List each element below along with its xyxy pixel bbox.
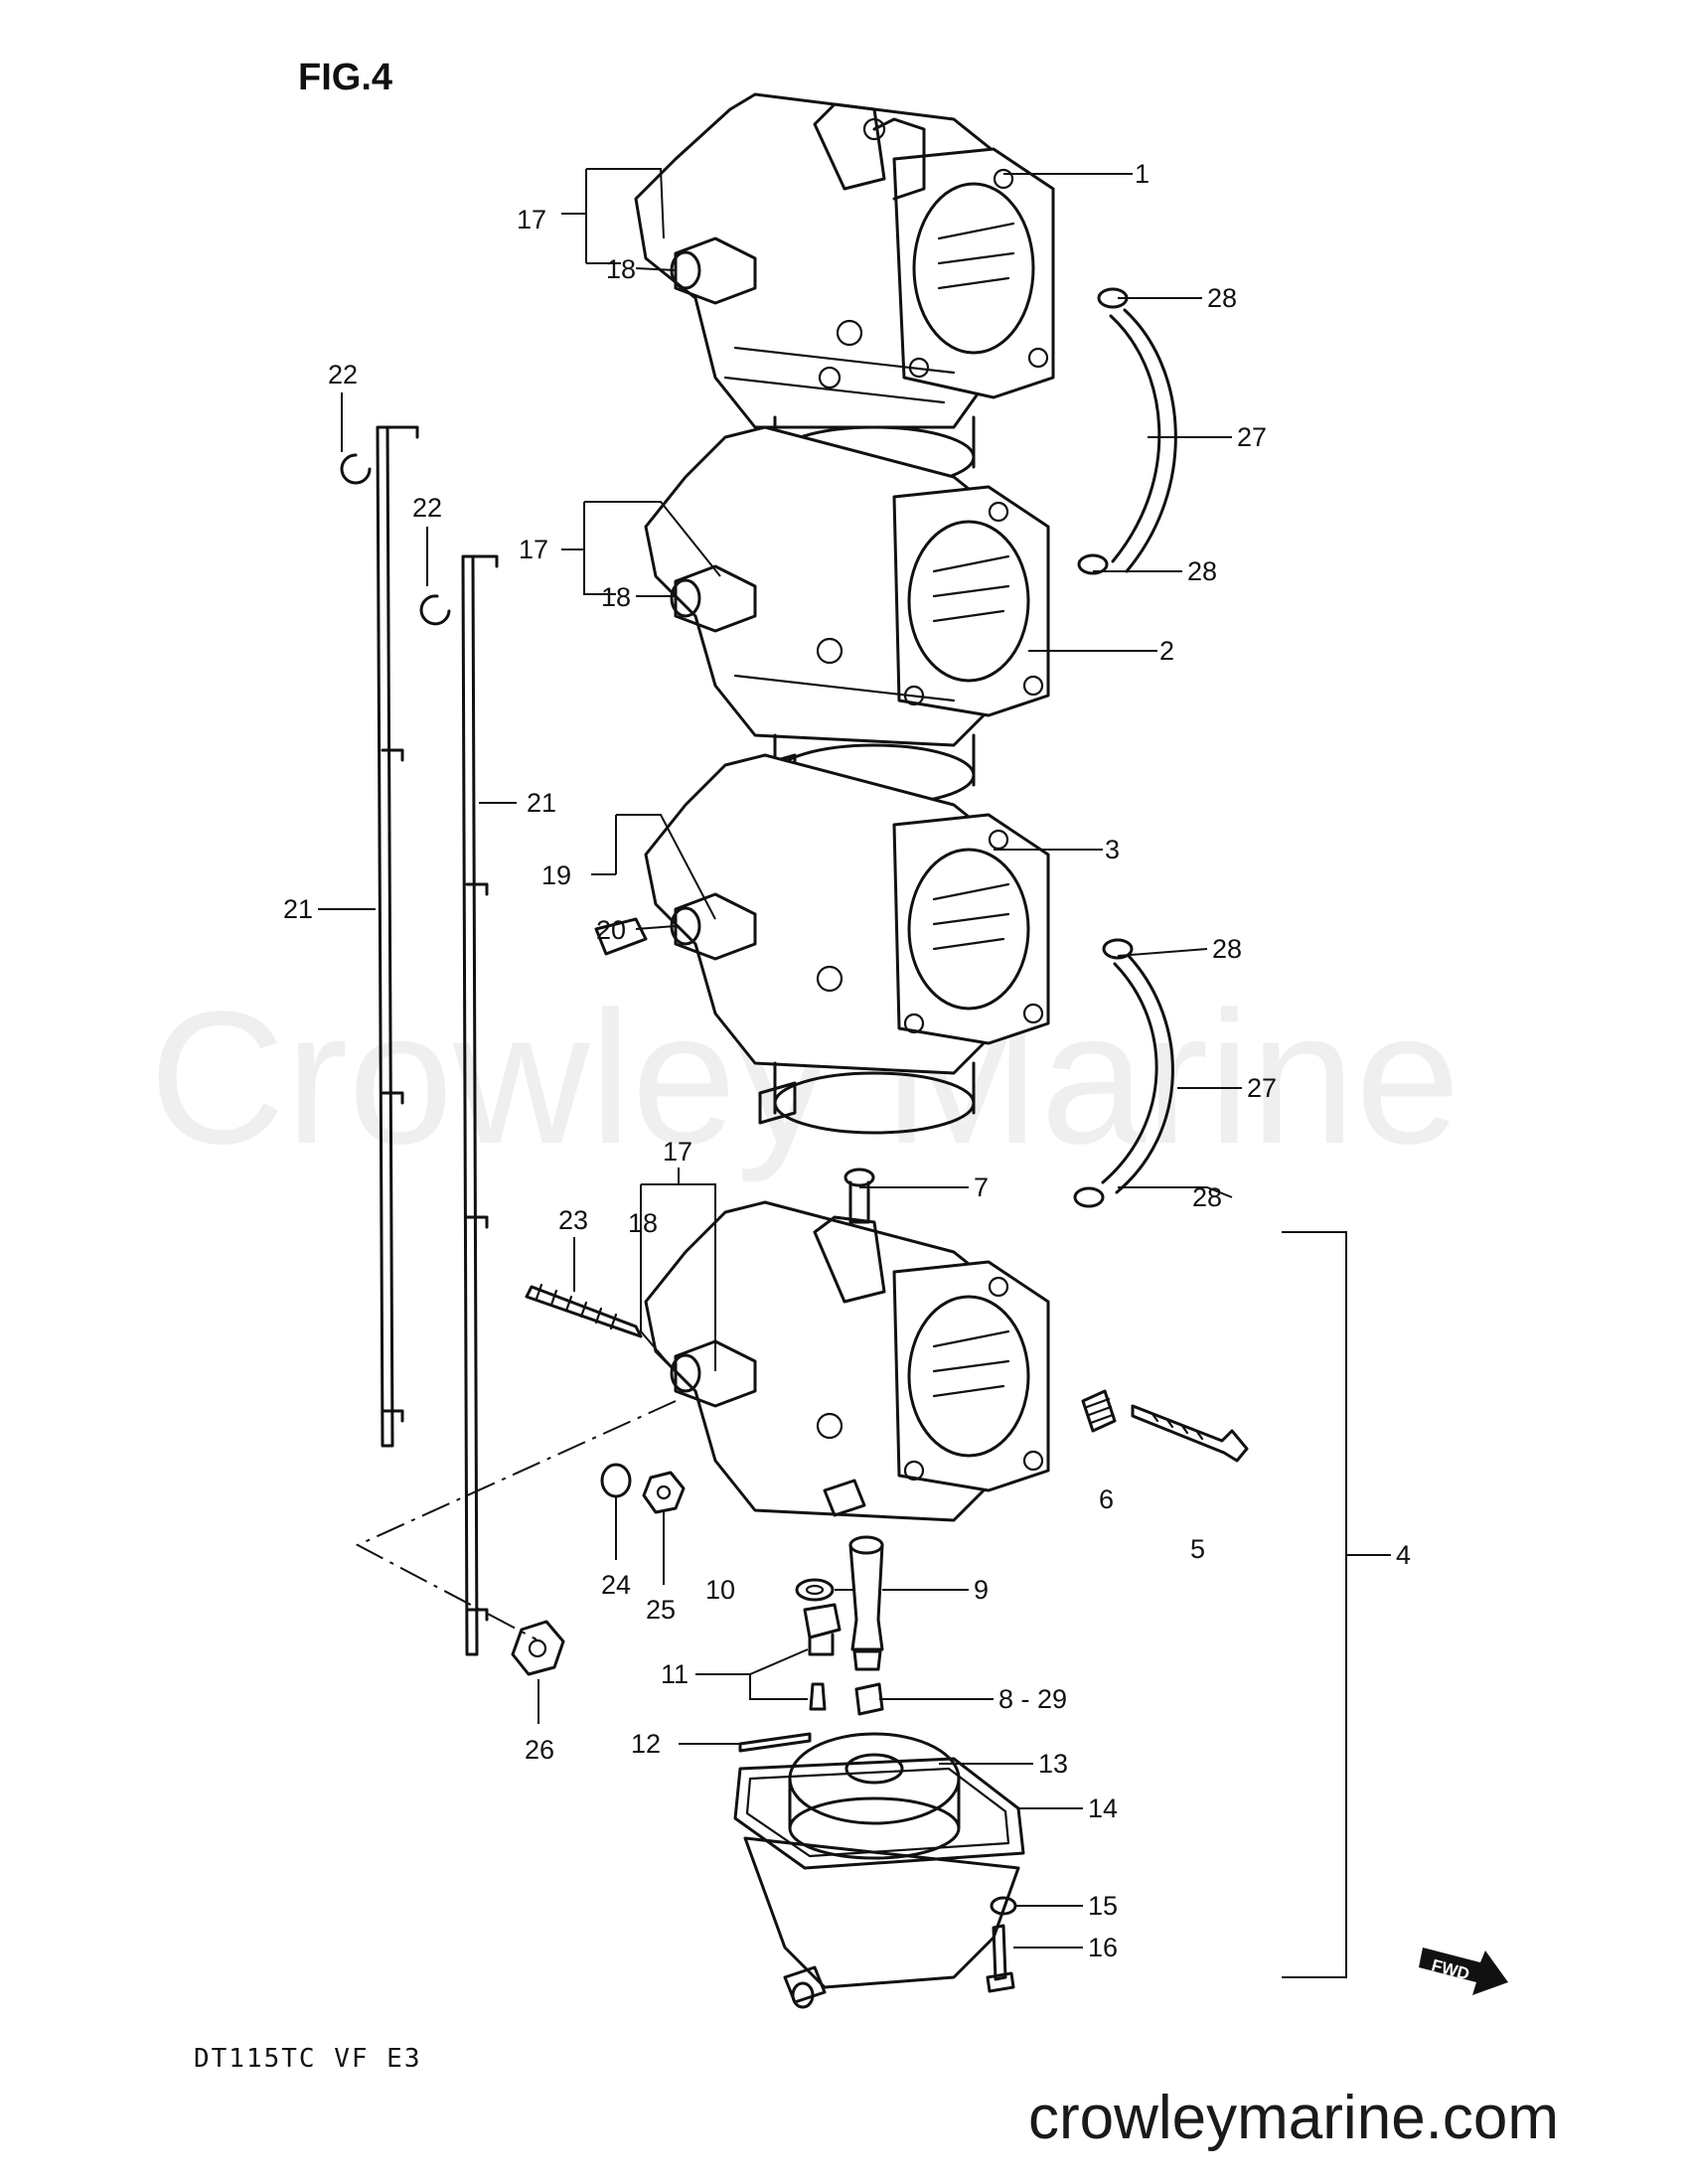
callout-1: 1 [1135,159,1150,189]
callout-9: 9 [974,1575,989,1605]
callout-4: 4 [1396,1540,1411,1570]
callout-20: 20 [596,915,626,945]
callout-28-2: 28 [1187,556,1217,586]
callout-16: 16 [1088,1933,1118,1962]
callout-7: 7 [974,1172,989,1202]
callout-24: 24 [601,1570,631,1600]
part-12-pin [738,1732,812,1753]
carburetor-3 [594,753,1050,1135]
part-23-spring [525,1283,643,1338]
part-25-nut [642,1471,686,1514]
callout-28-1: 28 [1207,283,1237,313]
part-21-link-rod-right [461,554,499,1656]
figure-title: FIG.4 [298,57,392,98]
carburetor-4 [644,1200,1050,1522]
callout-18-mid: 18 [601,582,631,612]
carburetor-2 [644,425,1050,807]
callout-28-3: 28 [1212,934,1242,964]
callout-14: 14 [1088,1794,1118,1823]
part-11-needle-valve [803,1603,842,1711]
callout-21-left: 21 [283,894,313,924]
callout-15: 15 [1088,1891,1118,1921]
part-16-screw [986,1924,1015,1993]
callout-5: 5 [1190,1534,1205,1564]
part-22-clip-right [419,594,451,626]
part-13-float [788,1732,961,1860]
part-22-clip-left [340,453,372,485]
part-21-link-rod-left [376,425,419,1448]
part-28-clamp-2 [1077,553,1109,575]
part-27-hose-bottom [1101,954,1174,1194]
part-8-jet [854,1682,884,1716]
callout-21-right: 21 [527,788,556,818]
part-28-clamp-3 [1102,938,1134,960]
callout-17-top: 17 [517,205,546,234]
callout-26: 26 [525,1735,554,1765]
callout-6: 6 [1099,1484,1114,1514]
model-code: DT115TC VF E3 [194,2044,422,2074]
part-26-nut [511,1620,565,1676]
callout-13: 13 [1038,1749,1068,1779]
website-url: crowleymarine.com [1028,2084,1559,2152]
callout-25: 25 [646,1595,676,1625]
callout-23: 23 [558,1205,588,1235]
part-6-spring [1081,1389,1117,1433]
callout-18-bottom: 18 [628,1208,658,1238]
callout-18-top: 18 [606,254,636,284]
part-24-washer [600,1463,632,1498]
part-27-hose-top [1109,308,1177,573]
part-7-screw [844,1168,875,1224]
callout-17-mid: 17 [519,535,548,564]
part-5-screw [1131,1404,1249,1463]
callout-10: 10 [705,1575,735,1605]
part-14-float-bowl [733,1757,1025,2009]
callout-22-left: 22 [328,360,358,390]
part-28-clamp-4 [1073,1186,1105,1208]
leader-lines [318,168,1391,1978]
callout-8-29: 8 - 29 [998,1684,1067,1714]
carburetor-1 [634,92,1055,489]
callout-11: 11 [661,1659,689,1689]
callout-3: 3 [1105,835,1120,864]
callout-27-top: 27 [1237,422,1267,452]
callout-28-4: 28 [1192,1182,1222,1212]
callout-17-bottom: 17 [663,1137,692,1167]
callout-12: 12 [631,1729,661,1759]
part-9-nozzle [848,1535,884,1671]
part-10-washer [795,1578,835,1602]
callout-22-right: 22 [412,493,442,523]
callout-2: 2 [1159,636,1174,666]
fwd-arrow-icon: FWD [1419,1948,1508,1995]
callout-27-bottom: 27 [1247,1073,1277,1103]
callout-19: 19 [541,860,571,890]
